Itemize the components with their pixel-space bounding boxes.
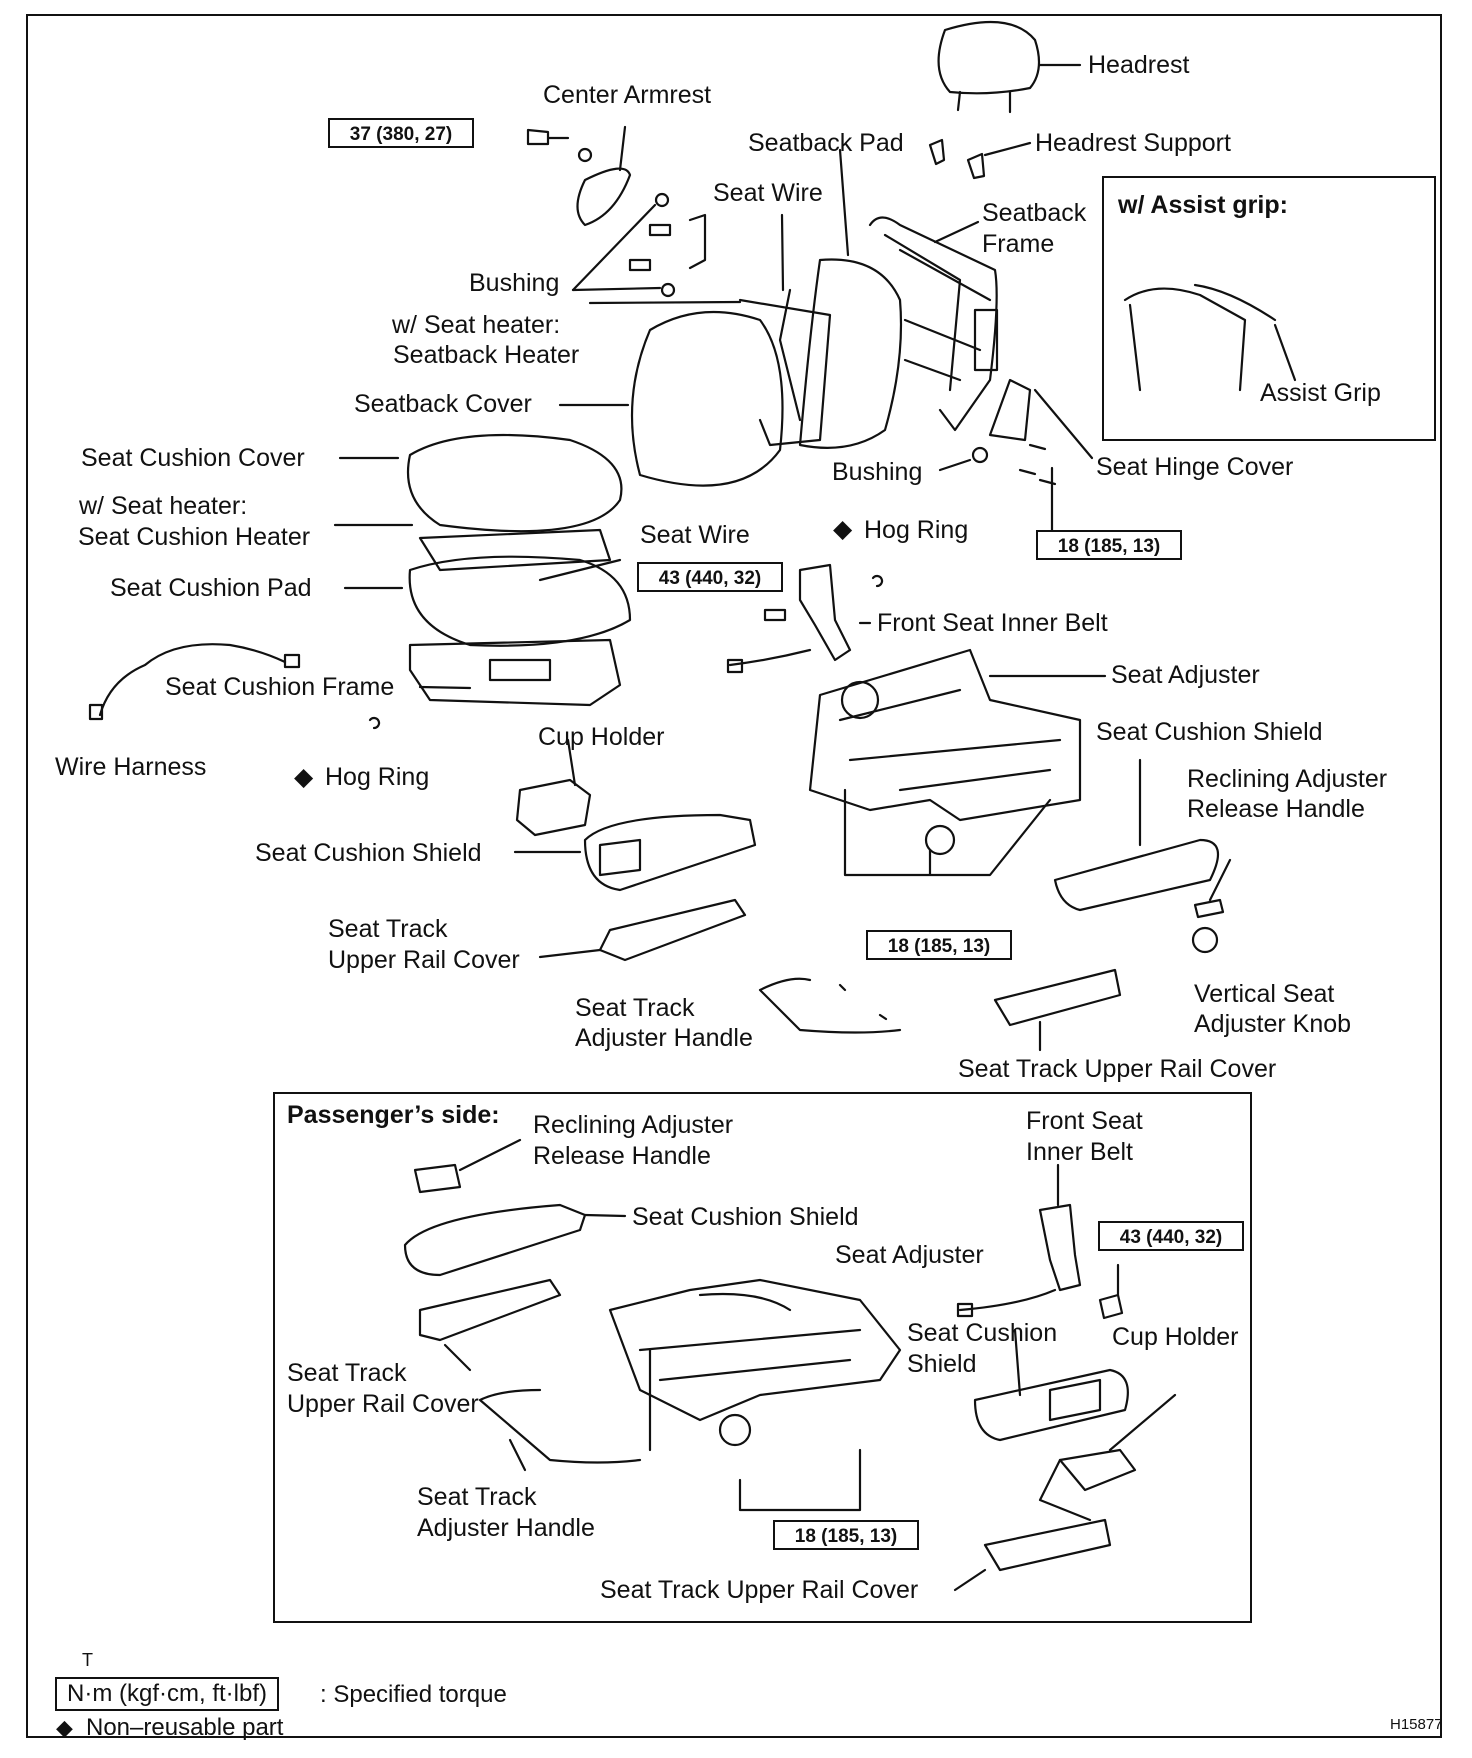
torque-box: 37 (380, 27): [328, 118, 474, 148]
legend-diamond-mark: ◆: [56, 1715, 73, 1740]
torque-box: 18 (185, 13): [773, 1520, 919, 1550]
torque-box: 18 (185, 13): [866, 930, 1012, 960]
label-headrest: Headrest: [1088, 51, 1190, 79]
label-reclining-handle: Reclining Adjuster: [533, 1111, 734, 1139]
torque-mark: T: [82, 1650, 93, 1670]
label-seatback-heater: w/ Seat heater:: [392, 311, 561, 339]
label-seat-cushion-heater: Seat Cushion Heater: [78, 523, 311, 551]
headrest-part: [937, 20, 1082, 114]
seatback-frame-part: [868, 216, 999, 432]
label-upper-rail-cover: Seat Track Upper Rail Cover: [958, 1055, 1277, 1083]
label-seat-wire: Seat Wire: [713, 179, 823, 207]
torque-box: 43 (440, 32): [1098, 1221, 1244, 1251]
legend-nonreusable: Non–reusable part: [86, 1714, 284, 1741]
passenger-side-box: Passenger’s side: Reclining Adjuster Rel…: [273, 1092, 1252, 1623]
label-seatback-frame: Seatback: [982, 199, 1087, 227]
label-reclining-handle: Reclining Adjuster: [1187, 765, 1388, 793]
label-upper-rail-cover: Seat Track Upper Rail Cover: [600, 1576, 919, 1604]
label-cup-holder: Cup Holder: [538, 723, 665, 751]
label-cup-holder: Cup Holder: [1112, 1323, 1239, 1351]
label-seat-cushion-shield: Seat Cushion Shield: [1096, 718, 1323, 746]
label-front-seat-inner-belt: Front Seat Inner Belt: [877, 609, 1108, 637]
legend-torque-desc: : Specified torque: [320, 1681, 507, 1708]
legend-torque-box: N·m (kgf·cm, ft·lbf): [55, 1677, 279, 1711]
label-track-handle: Seat Track: [575, 994, 695, 1022]
label-track-handle: Adjuster Handle: [417, 1514, 595, 1542]
label-upper-rail-cover: Seat Track: [328, 915, 448, 943]
label-seat-cushion-cover: Seat Cushion Cover: [81, 444, 305, 472]
passenger-side-title: Passenger’s side:: [287, 1101, 500, 1129]
label-seat-wire: Seat Wire: [640, 521, 750, 549]
label-front-seat-inner-belt: Front Seat: [1026, 1107, 1143, 1135]
passenger-parts: [403, 1138, 1177, 1592]
label-seatback-heater: Seatback Heater: [393, 341, 580, 369]
label-seat-hinge-cover: Seat Hinge Cover: [1096, 453, 1294, 481]
label-bushing: Bushing: [832, 458, 923, 486]
label-upper-rail-cover: Seat Track: [287, 1359, 407, 1387]
hog-ring-mark: ◆: [833, 515, 853, 543]
torque-box: 18 (185, 13): [1036, 530, 1182, 560]
label-upper-rail-cover: Upper Rail Cover: [328, 946, 520, 974]
torque-box: 43 (440, 32): [637, 562, 783, 592]
label-upper-rail-cover: Upper Rail Cover: [287, 1390, 479, 1418]
assist-grip-title: w/ Assist grip:: [1118, 191, 1288, 219]
label-vertical-knob: Vertical Seat: [1194, 980, 1335, 1008]
label-hog-ring: Hog Ring: [325, 763, 430, 791]
label-wire-harness: Wire Harness: [55, 753, 207, 781]
label-bushing: Bushing: [469, 269, 560, 297]
label-headrest-support: Headrest Support: [1035, 129, 1231, 157]
label-vertical-knob: Adjuster Knob: [1194, 1010, 1352, 1038]
label-seatback-pad: Seatback Pad: [748, 129, 904, 157]
label-seat-cushion-shield: Seat Cushion Shield: [255, 839, 482, 867]
label-seatback-cover: Seatback Cover: [354, 390, 532, 418]
label-seat-cushion-shield: Seat Cushion: [907, 1319, 1058, 1347]
label-seat-adjuster: Seat Adjuster: [1111, 661, 1260, 689]
hog-ring-mark: ◆: [294, 763, 314, 791]
label-seat-adjuster: Seat Adjuster: [835, 1241, 984, 1269]
diagram-frame: [26, 14, 1442, 1738]
label-reclining-handle: Release Handle: [1187, 795, 1365, 823]
assist-grip-box: w/ Assist grip: Assist Grip: [1102, 176, 1436, 441]
label-hog-ring: Hog Ring: [864, 516, 969, 544]
label-center-armrest: Center Armrest: [543, 81, 712, 109]
label-front-seat-inner-belt: Inner Belt: [1026, 1138, 1134, 1166]
figure-id: H15877: [1390, 1716, 1443, 1733]
label-track-handle: Adjuster Handle: [575, 1024, 753, 1052]
label-seat-cushion-frame: Seat Cushion Frame: [165, 673, 395, 701]
label-seatback-frame: Frame: [982, 230, 1055, 258]
label-reclining-handle: Release Handle: [533, 1142, 711, 1170]
label-seat-cushion-shield: Shield: [907, 1350, 977, 1378]
label-seat-cushion-heater: w/ Seat heater:: [79, 492, 248, 520]
seat-adjuster-part: [808, 648, 1082, 856]
label-assist-grip: Assist Grip: [1260, 379, 1381, 407]
label-track-handle: Seat Track: [417, 1483, 537, 1511]
label-seat-cushion-pad: Seat Cushion Pad: [110, 574, 312, 602]
label-seat-cushion-shield: Seat Cushion Shield: [632, 1203, 859, 1231]
